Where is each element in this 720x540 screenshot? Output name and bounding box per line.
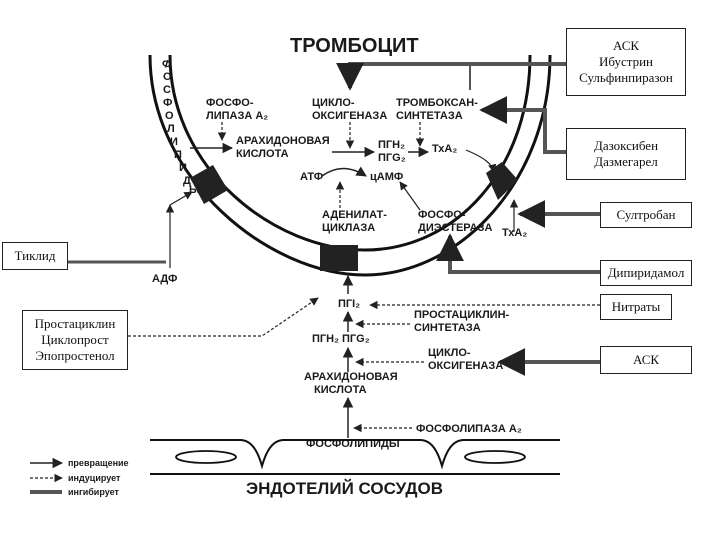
endothelium-arachidonic-acid-2: КИСЛОТА <box>314 384 367 396</box>
drug-dipyridamole: Дипиридамол <box>607 265 685 280</box>
svg-text:С: С <box>163 84 171 96</box>
endothelium-nucleus-left <box>175 450 237 464</box>
platelet-pgg2: ПГG₂ <box>378 152 406 164</box>
platelet-cyclooxygenase-label-2: ОКСИГЕНАЗА <box>312 110 387 122</box>
platelet-phospholipase-label-2: ЛИПАЗА А₂ <box>206 110 268 122</box>
drug-epoprostenol: Эпопростенол <box>35 348 115 363</box>
svg-text:О: О <box>165 110 174 122</box>
legend-inhibits-text: ингибирует <box>68 487 119 497</box>
drug-box-dazoxiben: Дазоксибен Дазмегарел <box>566 128 686 180</box>
prostacyclin-dashed-line <box>128 297 319 337</box>
svg-text:Д: Д <box>183 175 191 187</box>
drug-ibustrin: Ибустрин <box>598 54 654 69</box>
adenylate-cyclase-label: АДЕНИЛАТ- <box>322 209 387 221</box>
endothelium-surface-line <box>150 439 560 470</box>
svg-text:Ф: Ф <box>163 97 172 109</box>
thromboxane-synthetase-label-2: СИНТЕТАЗА <box>396 110 463 122</box>
inhibit-line-dipyridamole <box>436 233 600 274</box>
drug-nitrates: Нитраты <box>611 299 661 314</box>
svg-text:О: О <box>163 71 172 83</box>
legend-conversion-text: превращение <box>68 458 129 468</box>
drug-box-ask: АСК <box>600 346 692 374</box>
svg-text:И: И <box>170 136 178 148</box>
adenylate-cyclase-label-2: ЦИКЛАЗА <box>322 222 375 234</box>
membrane-phospholipid-label: Ф О С Ф О Л И П И Д Ы <box>160 57 200 196</box>
inhibit-line-ask-group <box>336 62 566 91</box>
drug-box-prostacyclin: Простациклин Циклопрост Эпопростенол <box>22 310 128 370</box>
drug-cicloprost: Циклопрост <box>41 332 109 347</box>
svg-text:Ы: Ы <box>189 184 200 196</box>
svg-text:Ф: Ф <box>160 57 173 71</box>
endothelium-cyclooxygenase-2: ОКСИГЕНАЗА <box>428 360 503 372</box>
endothelium-phospholipase: ФОСФОЛИПАЗА А₂ <box>416 423 522 435</box>
svg-text:Л: Л <box>167 123 175 135</box>
adenylate-cyclase-block <box>320 245 358 271</box>
atp-label: АТФ <box>300 171 323 183</box>
txa2-receptor-block <box>486 162 518 200</box>
platelet-txa2: ТхА₂ <box>432 143 457 155</box>
platelet-cyclooxygenase-label: ЦИКЛО- <box>312 97 355 109</box>
drug-prostacyclin: Простациклин <box>34 316 116 331</box>
svg-text:И: И <box>179 162 187 174</box>
endothelium-cyclooxygenase: ЦИКЛО- <box>428 347 471 359</box>
arrow-txa2-to-receptor <box>465 149 497 173</box>
txa2-receptor-label: ТхА₂ <box>502 227 527 239</box>
drug-ask-endo: АСК <box>632 352 660 367</box>
drug-dazmegrel: Дазмегарел <box>594 154 658 169</box>
endothelium-nucleus-right <box>464 450 526 464</box>
legend-induces-text: индуцирует <box>68 473 121 483</box>
endothelium-pgh2-pgg2: ПГН₂ ПГG₂ <box>312 333 370 345</box>
platelet-arachidonic-acid-2: КИСЛОТА <box>236 148 289 160</box>
endothelium-arachidonic-acid: АРАХИДОНОВАЯ <box>304 371 398 383</box>
platelet-title: ТРОМБОЦИТ <box>290 35 419 57</box>
platelet-membrane-outer <box>148 54 552 277</box>
prostacyclin-synthetase-label-2: СИНТЕТАЗА <box>414 322 481 334</box>
arrow-adp-head <box>169 191 193 206</box>
platelet-pgh2: ПГН₂ <box>378 139 405 151</box>
arrow-pde-to-camp <box>399 181 421 211</box>
platelet-arachidonic-acid: АРАХИДОНОВАЯ <box>236 135 330 147</box>
drug-sultroban: Султробан <box>616 207 676 222</box>
platelet-membrane-inner <box>168 54 532 252</box>
inhibit-line-ask-group-2 <box>469 63 566 90</box>
drug-ticlid: Тиклид <box>14 248 56 263</box>
endothelium-title: ЭНДОТЕЛИЙ СОСУДОВ <box>246 479 443 498</box>
inhibit-line-dazoxiben <box>479 96 566 154</box>
drug-box-ask-group: АСК Ибустрин Сульфинпиразон <box>566 28 686 96</box>
drug-box-dipyridamole: Дипиридамол <box>600 260 692 286</box>
drug-box-ticlid: Тиклид <box>2 242 68 270</box>
drug-dazoxiben: Дазоксибен <box>593 138 659 153</box>
endothelium-pgi2: ПГI₂ <box>338 298 360 310</box>
adp-receptor-block <box>190 165 228 204</box>
adp-label: АДФ <box>152 273 177 285</box>
camp-label: цАМФ <box>370 171 403 183</box>
drug-ask: АСК <box>612 38 640 53</box>
prostacyclin-synthetase-label: ПРОСТАЦИКЛИН- <box>414 309 510 321</box>
arrow-atp-to-camp <box>321 166 367 177</box>
drug-box-sultroban: Султробан <box>600 202 692 228</box>
phosphodiesterase-label: ФОСФО- <box>418 209 466 221</box>
drug-box-nitrates: Нитраты <box>600 294 672 320</box>
thromboxane-synthetase-label: ТРОМБОКСАН- <box>396 97 478 109</box>
phosphodiesterase-label-2: ДИЭСТЕРАЗА <box>418 222 492 234</box>
svg-text:П: П <box>174 149 182 161</box>
platelet-phospholipase-label: ФОСФО- <box>206 97 254 109</box>
drug-sulfinpyrazone: Сульфинпиразон <box>579 70 673 85</box>
